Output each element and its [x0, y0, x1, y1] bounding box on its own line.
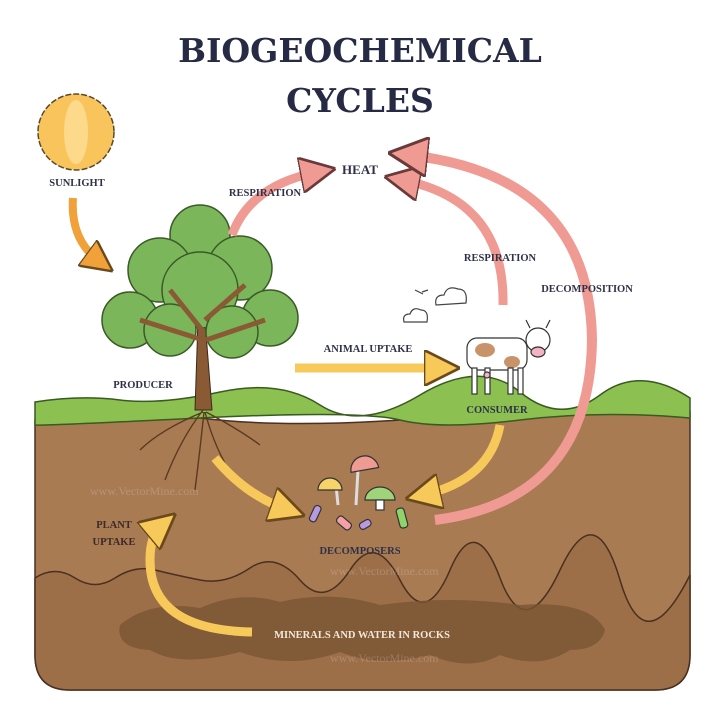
label-decomposition: DECOMPOSITION: [541, 284, 633, 295]
ground: [34, 375, 691, 691]
plant-uptake-arrow: [150, 525, 253, 637]
tree-producer: [101, 204, 299, 491]
label-consumer: CONSUMER: [466, 405, 528, 416]
consumer-to-decomposers-arrow: [423, 424, 505, 495]
label-sunlight: SUNLIGHT: [49, 178, 104, 189]
label-heat: HEAT: [342, 162, 378, 177]
sunlight-arrow: [68, 197, 100, 262]
label-decomposers: DECOMPOSERS: [319, 546, 400, 557]
title-line1: BIOGEOCHEMICAL: [178, 31, 542, 70]
label-minerals: MINERALS AND WATER IN ROCKS: [274, 630, 450, 641]
rock-patch: [119, 596, 605, 664]
watermark: www.VectorMine.com: [330, 564, 439, 578]
label-producer: PRODUCER: [113, 380, 173, 391]
sun-icon: [37, 93, 115, 171]
title-line2: CYCLES: [286, 81, 434, 120]
label-respiration-plant: RESPIRATION: [229, 188, 302, 199]
cloud-icon: [403, 287, 467, 323]
decomposition-arrow: [408, 155, 598, 525]
watermark: www.VectorMine.com: [330, 651, 439, 665]
respiration-plant-arrow: [227, 172, 318, 237]
watermark: www.VectorMine.com: [90, 484, 199, 498]
decomposers-icon: [308, 455, 409, 531]
label-respiration-animal: RESPIRATION: [464, 253, 537, 264]
producer-to-decomposers-arrow: [211, 455, 288, 510]
cow-consumer: [466, 319, 551, 395]
respiration-animal-arrow: [402, 180, 508, 306]
grass-layer: [34, 375, 691, 426]
label-plant-uptake-line1: PLANT: [96, 520, 132, 531]
label-plant-uptake-line2: UPTAKE: [93, 537, 136, 548]
label-animal-uptake: ANIMAL UPTAKE: [324, 344, 413, 355]
